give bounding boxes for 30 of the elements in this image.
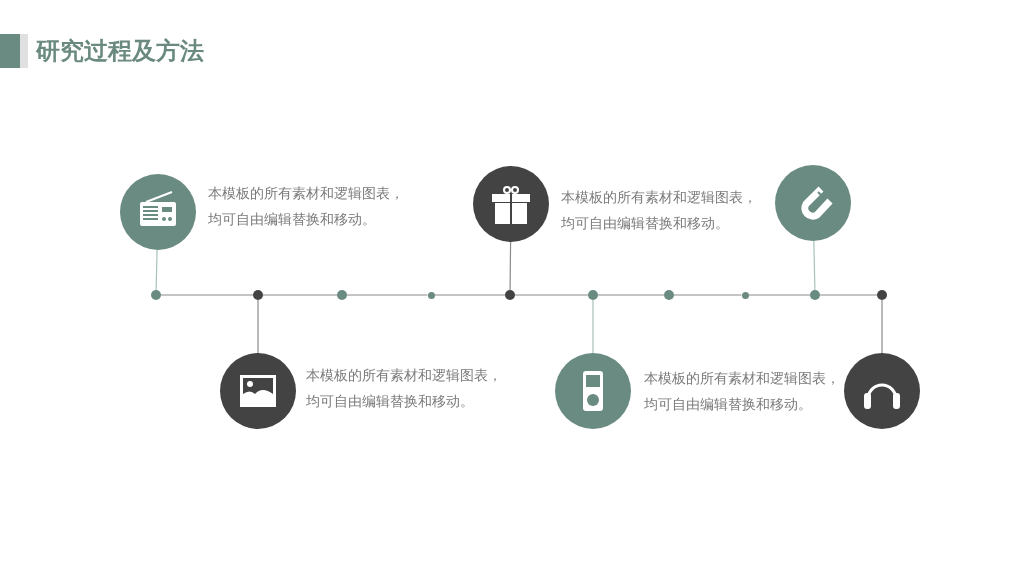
timeline-dot <box>151 290 161 300</box>
timeline-segment <box>514 294 589 296</box>
timeline-dot <box>337 290 347 300</box>
timeline-dot <box>810 290 820 300</box>
connector-line <box>592 299 594 354</box>
timeline-dot <box>427 291 435 299</box>
timeline-segment <box>673 294 743 296</box>
description-text: 本模板的所有素材和逻辑图表，均可自由编辑替换和移动。 <box>306 366 503 411</box>
timeline-segment <box>747 294 811 296</box>
timeline-segment <box>160 294 254 296</box>
description-text: 本模板的所有素材和逻辑图表，均可自由编辑替换和移动。 <box>561 188 758 233</box>
title: 研究过程及方法 <box>36 36 204 66</box>
description-text: 本模板的所有素材和逻辑图表，均可自由编辑替换和移动。 <box>208 184 405 229</box>
timeline-segment <box>262 294 338 296</box>
description-text: 本模板的所有素材和逻辑图表，均可自由编辑替换和移动。 <box>644 369 841 414</box>
connector-line <box>155 249 158 291</box>
timeline-segment <box>433 294 506 296</box>
timeline-dot <box>588 290 598 300</box>
timeline-segment <box>597 294 665 296</box>
timeline-dot <box>253 290 263 300</box>
connector-line <box>881 299 883 354</box>
timeline-dot <box>664 290 674 300</box>
connector-line <box>509 241 512 291</box>
connector-line <box>813 240 816 291</box>
timeline-dot <box>505 290 515 300</box>
timeline-dot <box>741 291 749 299</box>
timeline-dot <box>877 290 887 300</box>
connector-line <box>257 299 259 354</box>
timeline-segment <box>346 294 429 296</box>
timeline-segment <box>819 294 878 296</box>
